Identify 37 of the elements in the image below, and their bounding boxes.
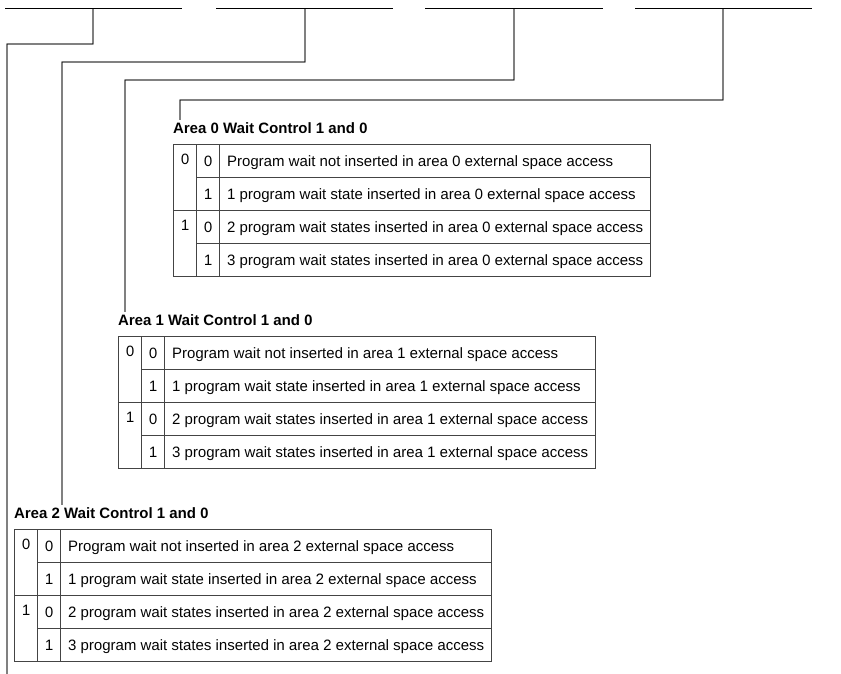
bit-value-cell: 1 bbox=[118, 402, 142, 468]
bit-value-cell: 0 bbox=[38, 596, 60, 628]
bit-value-cell: 0 bbox=[174, 144, 196, 210]
bit-value-cell: 0 bbox=[196, 144, 220, 178]
bit-value-cell: 1 bbox=[142, 370, 164, 402]
description-cell: 1 program wait state inserted in area 1 external space access bbox=[164, 370, 596, 402]
description-cell: 2 program wait states inserted in area 0 external space access bbox=[220, 210, 651, 244]
leader-line bbox=[124, 8, 514, 312]
bit-value-cell: 1 bbox=[38, 628, 60, 662]
bit-value-cell: 0 bbox=[118, 336, 142, 402]
bit-value-cell: 0 bbox=[196, 210, 220, 244]
bit-value-cell: 0 bbox=[38, 530, 60, 562]
bit-value-cell: 1 bbox=[196, 244, 220, 276]
table-heading: Area 2 Wait Control 1 and 0 bbox=[14, 505, 208, 522]
bit-value-cell: 1 bbox=[142, 436, 164, 468]
bit-value-cell: 0 bbox=[142, 402, 164, 436]
leader-line bbox=[180, 8, 724, 120]
description-cell: 1 program wait state inserted in area 0 external space access bbox=[220, 178, 651, 210]
description-cell: 2 program wait states inserted in area 1 external space access bbox=[164, 402, 596, 436]
leader-line bbox=[62, 8, 306, 506]
description-cell: 3 program wait states inserted in area 0 external space access bbox=[220, 244, 651, 276]
table-heading: Area 0 Wait Control 1 and 0 bbox=[173, 120, 368, 137]
bit-value-cell: 1 bbox=[38, 562, 60, 596]
bit-value-cell: 1 bbox=[196, 178, 220, 210]
bit-value-cell: 0 bbox=[142, 336, 164, 370]
leader-line bbox=[6, 8, 94, 674]
table-heading: Area 1 Wait Control 1 and 0 bbox=[118, 312, 312, 329]
bit-value-cell: 0 bbox=[14, 530, 38, 596]
description-cell: 2 program wait states inserted in area 2 external space access bbox=[60, 596, 492, 628]
description-cell: Program wait not inserted in area 0 external space access bbox=[220, 144, 651, 178]
description-cell: 1 program wait state inserted in area 2 external space access bbox=[60, 562, 492, 596]
description-cell: Program wait not inserted in area 2 external space access bbox=[60, 530, 492, 562]
bit-value-cell: 1 bbox=[14, 596, 38, 662]
description-cell: Program wait not inserted in area 1 external space access bbox=[164, 336, 596, 370]
description-cell: 3 program wait states inserted in area 1 external space access bbox=[164, 436, 596, 468]
bit-value-cell: 1 bbox=[174, 210, 196, 276]
description-cell: 3 program wait states inserted in area 2 external space access bbox=[60, 628, 492, 662]
